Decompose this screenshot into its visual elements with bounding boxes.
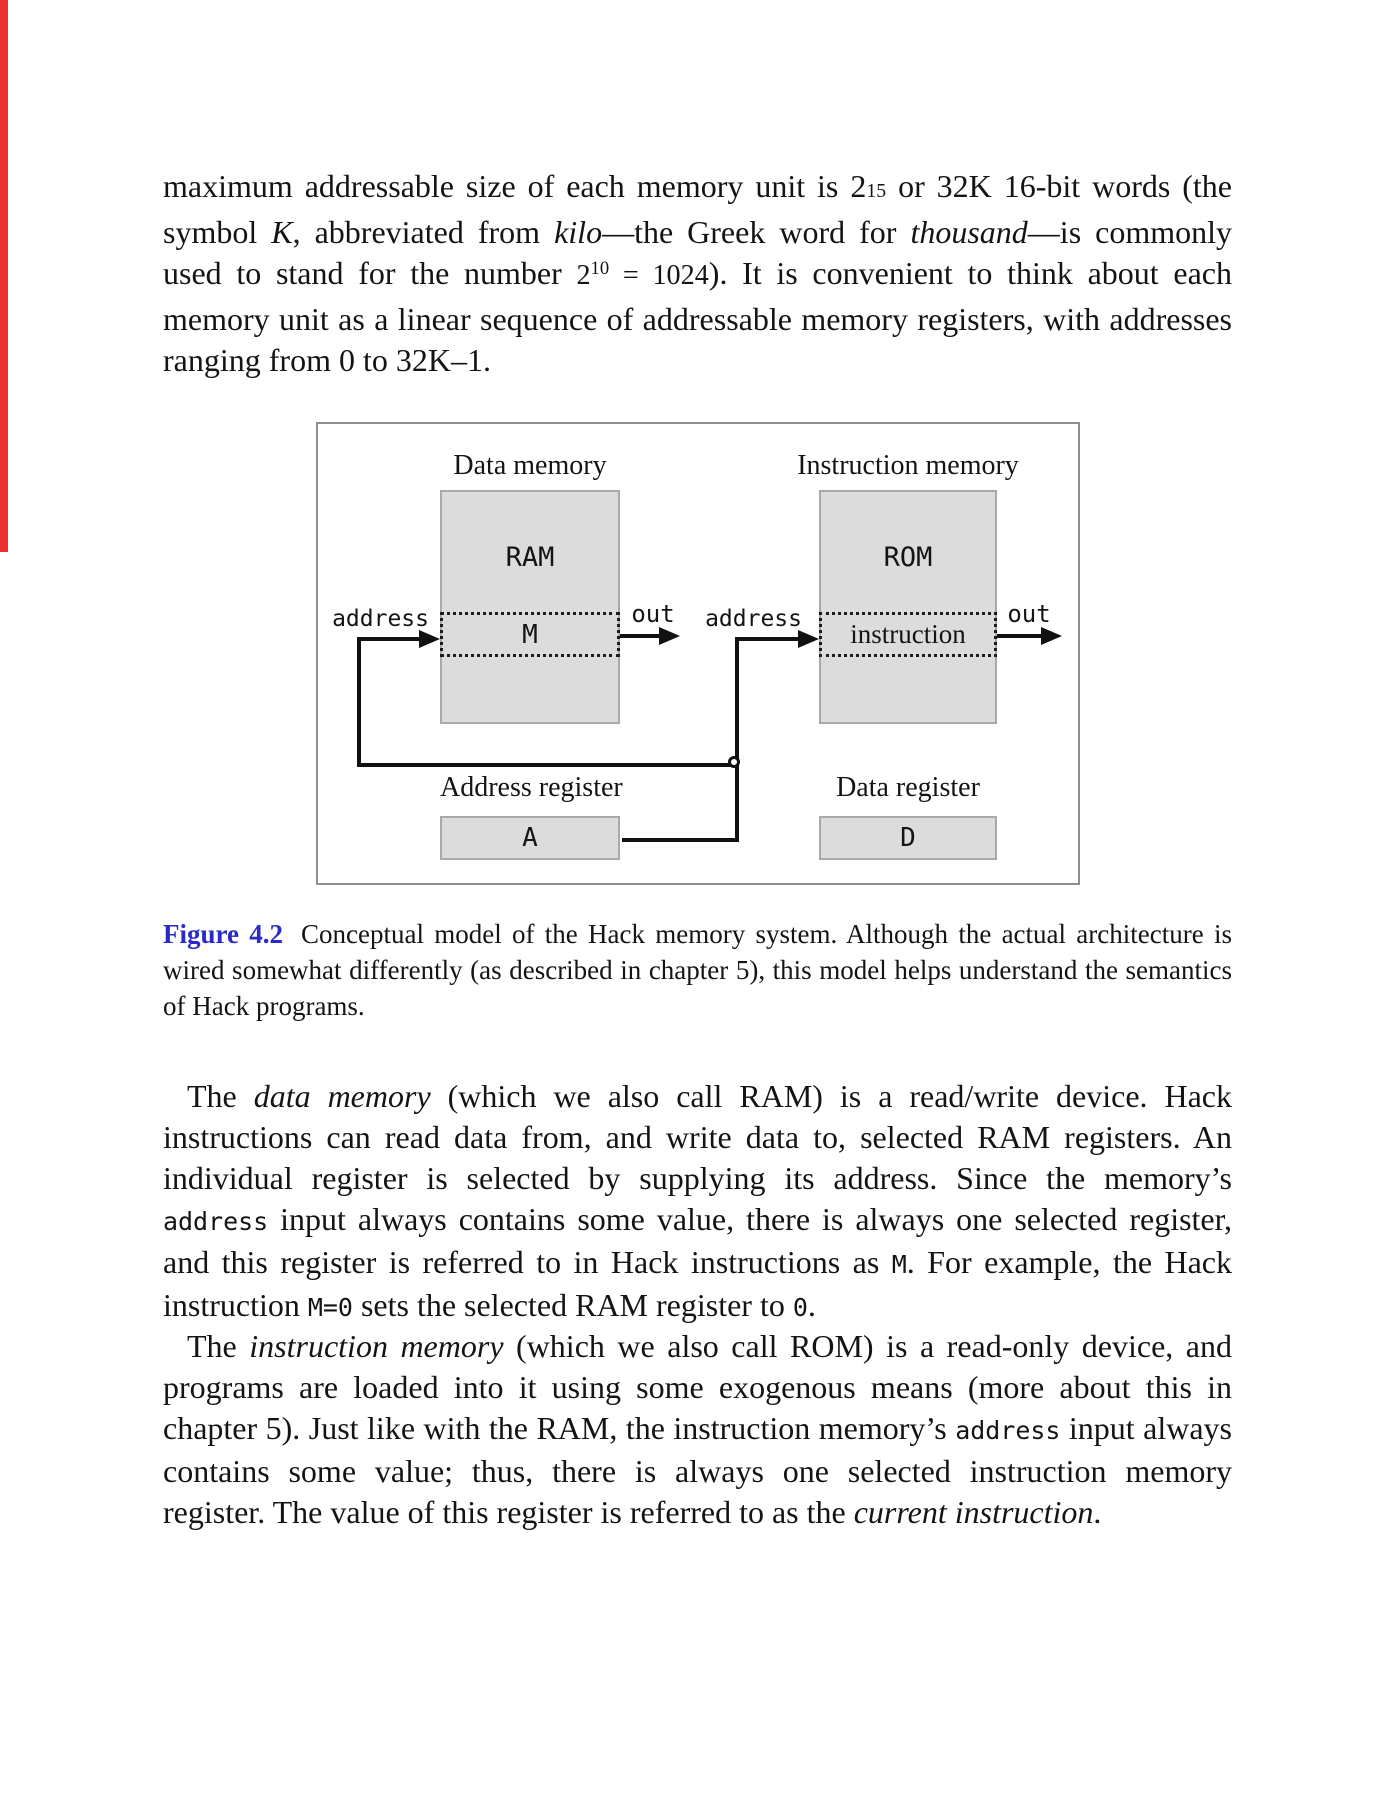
instruction-memory-title: Instruction memory: [797, 450, 1019, 481]
wire-out-of-ram: [620, 634, 660, 638]
arrowhead-rom-address: [798, 630, 819, 648]
ram-box: [440, 490, 620, 724]
instruction-register-band: instruction: [819, 612, 997, 657]
arrowhead-rom-out: [1041, 627, 1062, 645]
instruction-register-label: instruction: [850, 619, 966, 649]
wire-bottom-horizontal: [357, 763, 739, 767]
out-label-right: out: [1007, 600, 1051, 628]
a-register-box: A: [440, 816, 620, 860]
body-paragraph-1: maximum addressable size of each memory …: [163, 168, 1233, 378]
figure-caption-text: Conceptual model of the Hack memory syst…: [163, 919, 1232, 1021]
body-paragraph-2: The data memory (which we also call RAM)…: [163, 1078, 1233, 1323]
ram-label: RAM: [505, 542, 555, 573]
data-register-title: Data register: [836, 772, 980, 803]
d-register-box: D: [819, 816, 997, 860]
wire-out-of-rom: [997, 634, 1042, 638]
rom-label: ROM: [883, 542, 933, 573]
out-label-left: out: [631, 600, 675, 628]
wire-left-vertical: [357, 637, 361, 767]
m-register-band: M: [440, 612, 620, 657]
wire-address-into-rom: [735, 637, 799, 641]
arrowhead-ram-address: [419, 630, 440, 648]
a-register-label: A: [522, 823, 538, 853]
wire-address-into-ram: [359, 637, 420, 641]
m-register-label: M: [522, 619, 538, 650]
body-paragraph-3: The instruction memory (which we also ca…: [163, 1328, 1233, 1530]
d-register-label: D: [900, 823, 916, 853]
address-label-right: address: [705, 606, 802, 632]
rom-box: [819, 490, 997, 724]
page-edge-red-stripe: [0, 0, 8, 552]
junction-dot: [728, 756, 740, 768]
wire-main-vertical: [735, 637, 739, 842]
figure-caption-label: Figure 4.2: [163, 919, 284, 949]
figure-box: Data memory Instruction memory RAM ROM M…: [316, 422, 1080, 885]
address-label-left: address: [332, 606, 429, 632]
arrowhead-ram-out: [659, 627, 680, 645]
data-memory-title: Data memory: [453, 450, 607, 481]
wire-a-register-out: [622, 838, 739, 842]
address-register-title: Address register: [440, 772, 623, 803]
